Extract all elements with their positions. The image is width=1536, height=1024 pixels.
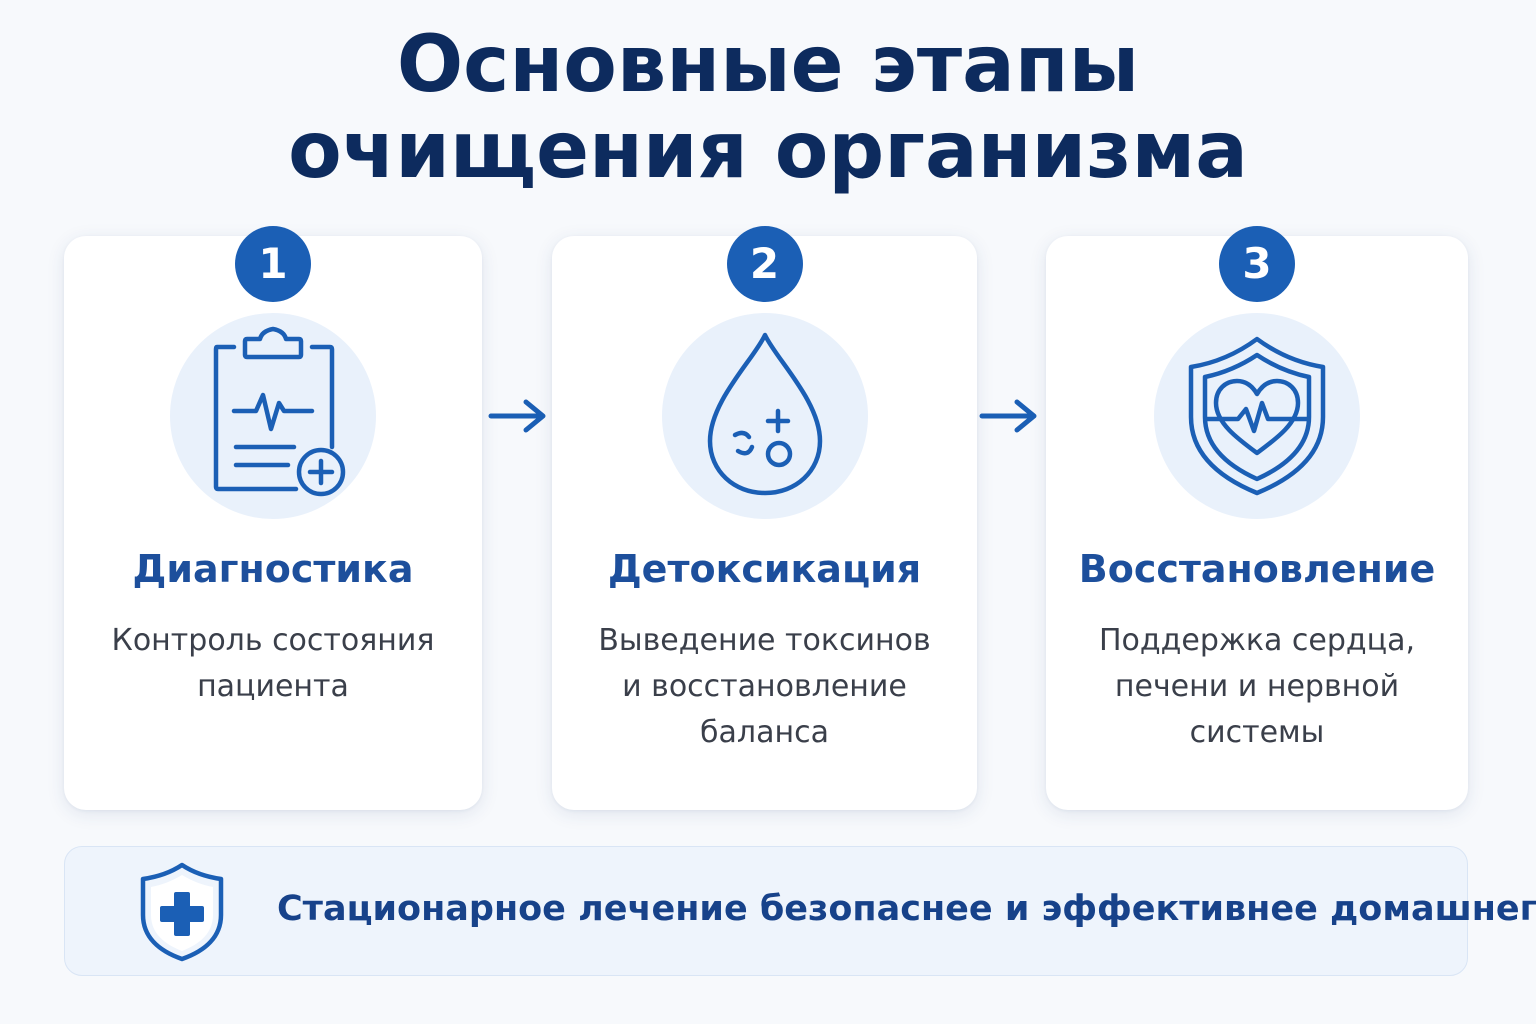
clipboard-heartbeat-plus-icon [170,313,376,519]
shield-heart-pulse-icon [1154,313,1360,519]
step-number-badge: 1 [235,226,311,302]
step-description-line: пациента [197,669,349,704]
step-description-line: Выведение токсинов [598,623,931,658]
water-drop-icon [661,313,868,519]
step-description-line: и восстановление [622,669,907,704]
page-title: Основные этапы очищения организма [0,22,1536,194]
footer-banner: Стационарное лечение безопаснее и эффект… [64,846,1536,976]
step-description: Контроль состояния пациента [64,618,482,710]
arrow-right-icon [979,399,1037,433]
step-card-diagnostics: 1 Диагностика Контроль состояния пациент… [64,226,482,810]
page-title-line-1: Основные этапы [396,20,1140,110]
step-description: Поддержка сердца, печени и нервной систе… [1046,618,1468,756]
step-description-line: Поддержка сердца, [1098,623,1416,658]
step-title: Диагностика [132,547,414,591]
step-title: Восстановление [1078,547,1436,591]
page-title-line-2: очищения организма [288,106,1248,196]
step-description-line: Контроль состояния [111,623,435,658]
shield-cross-icon [140,862,224,962]
arrow-right-icon [488,399,546,433]
step-card-detox: 2 Детоксикация Выведение токсинов и восс… [552,226,977,810]
footer-text: Стационарное лечение безопаснее и эффект… [277,889,1536,929]
step-description: Выведение токсинов и восстановление бала… [552,618,977,756]
step-description-line: печени и нервной [1114,669,1400,704]
step-title: Детоксикация [607,547,922,591]
step-number-badge: 3 [1219,226,1295,302]
step-description-line: баланса [700,715,829,750]
step-card-recovery: 3 Восстановление Поддержка сердца, печен… [1046,226,1468,810]
step-description-line: системы [1189,715,1325,750]
step-number-badge: 2 [726,226,803,302]
